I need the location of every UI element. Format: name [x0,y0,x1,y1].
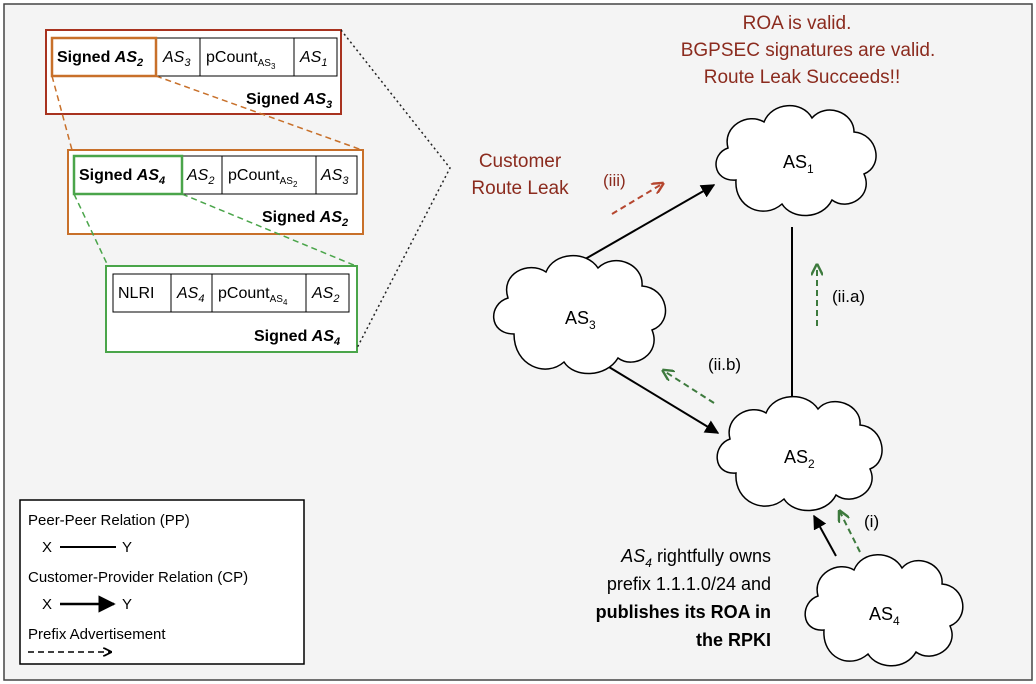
expand-connector [73,193,109,267]
edge-as3-to-as2 [603,363,720,434]
note-line2: prefix 1.1.1.0/24 and [607,574,771,594]
cell-as3: AS3 [162,49,191,69]
step-iib-label: (ii.b) [708,355,741,374]
expand-connector [51,75,73,151]
cell-pcount-as4: pCountAS4 [218,285,288,307]
cloud-as2: AS2 [716,395,883,512]
legend-frame [19,499,305,665]
message-row-as4 [112,273,350,313]
legend-prefix-title: Prefix Advertisement [28,626,166,643]
as4-ownership-note: AS4 rightfully owns prefix 1.1.1.0/24 an… [596,546,771,650]
signed-cell-as3 [50,36,158,78]
footer-signed-as3: Signed AS3 [246,91,332,111]
expand-connector [155,75,363,151]
node-as1-label: AS1 [783,152,814,176]
legend-cp-y: Y [122,596,132,613]
bgpsec-valid-text: BGPSEC signatures are valid. [681,40,936,61]
cell-pcount-as2: pCountAS2 [228,167,298,189]
step-iii-label: (iii) [603,171,626,190]
message-box-as4: NLRI AS4 pCountAS4 AS2 Signed AS4 [105,265,358,353]
node-as2-label: AS2 [784,447,815,471]
node-as3-label: AS3 [565,308,596,332]
zoom-lines [340,29,451,349]
edge-as4-to-as2 [813,514,837,557]
footer-signed-as4: Signed AS4 [254,328,340,348]
legend: Peer-Peer Relation (PP) X Y Customer-Pro… [19,499,305,665]
note-line3: publishes its ROA in [596,602,771,622]
legend-cp-x: X [42,596,52,613]
edge-as3-to-as1 [579,184,716,263]
step-i-label: (i) [864,512,879,531]
cell-nlri: NLRI [118,285,154,302]
cell-as4: AS4 [176,285,204,305]
message-box-as3: Signed AS2 AS3 pCountAS3 AS1 Signed AS3 [45,29,342,115]
legend-pp-title: Peer-Peer Relation (PP) [28,512,190,529]
footer-signed-as2: Signed AS2 [262,209,348,229]
route-leak-succeeds-text: Route Leak Succeeds!! [704,67,900,88]
legend-cp-title: Customer-Provider Relation (CP) [28,569,248,586]
expand-connector [181,193,357,267]
note-line4: the RPKI [696,630,771,650]
cloud-as4: AS4 [804,554,964,667]
cloud-as1: AS1 [715,104,877,217]
route-leak-label: Route Leak [471,178,569,199]
cell-as2: AS2 [186,167,214,187]
roa-valid-text: ROA is valid. [743,13,852,34]
legend-pp-x: X [42,539,52,556]
cell-as3-ref: AS3 [320,167,349,187]
cell-pcount-as3: pCountAS3 [206,49,276,71]
signed-label-as3: Signed AS2 [57,49,143,69]
node-as4-label: AS4 [869,604,900,628]
note-line1: AS4 rightfully owns [620,546,771,570]
message-box-as2: Signed AS4 AS2 pCountAS2 AS3 Signed AS2 [67,149,364,235]
step-iia-label: (ii.a) [832,287,865,306]
signed-cell-as2 [72,154,184,196]
signed-label-as2: Signed AS4 [79,167,165,187]
cell-as2-ref: AS2 [311,285,339,305]
customer-label: Customer [479,151,562,172]
cell-as1: AS1 [299,49,327,69]
advert-i [840,512,861,553]
cloud-as3: AS3 [492,254,667,375]
legend-pp-y: Y [122,539,132,556]
